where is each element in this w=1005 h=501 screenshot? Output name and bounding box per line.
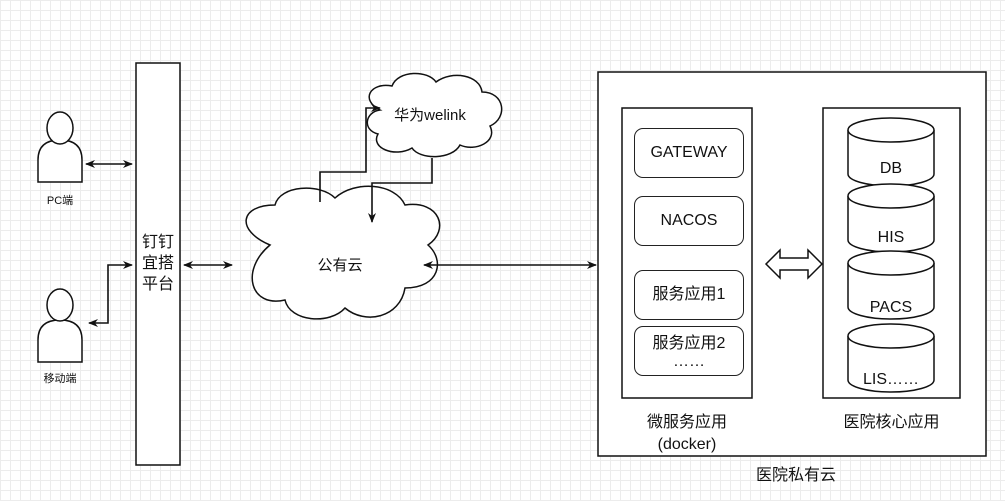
mobile-platform-arrow [88, 261, 133, 327]
nacos-box: NACOS [634, 196, 744, 246]
platform-label-line1: 钉钉 [141, 234, 174, 251]
his-label: HIS [877, 229, 905, 246]
public-to-welink-arrow [319, 104, 381, 202]
microservice-group-title-line2: (docker) [657, 436, 717, 453]
welink-label: 华为welink [394, 107, 466, 124]
platform-label-line3: 平台 [141, 276, 174, 293]
lis-cylinder [847, 323, 935, 393]
service2-box: 服务应用2 …… [634, 326, 744, 376]
service2-label: 服务应用2 [652, 335, 726, 352]
public-cloud-shape [245, 185, 441, 320]
hollow-double-arrow [764, 248, 824, 280]
db-cylinder [847, 117, 935, 187]
microservice-group-title-line1: 微服务应用 [646, 414, 727, 431]
platform-label: 钉钉 宜搭 平台 [136, 232, 180, 295]
gateway-label: GATEWAY [650, 144, 728, 161]
pc-user-icon [37, 111, 83, 183]
pacs-cylinder [847, 250, 935, 320]
db-label: DB [879, 160, 903, 177]
welink-to-public-arrow [368, 158, 433, 223]
platform-label-line2: 宜搭 [141, 255, 174, 272]
service1-label: 服务应用1 [652, 286, 726, 303]
core-group-title: 医院核心应用 [843, 414, 940, 431]
nacos-label: NACOS [660, 212, 718, 229]
public-cloud-label: 公有云 [317, 257, 363, 274]
welink-cloud-shape [366, 72, 503, 158]
gateway-box: GATEWAY [634, 128, 744, 178]
mobile-label: 移动端 [43, 373, 77, 385]
his-cylinder [847, 183, 935, 253]
mobile-user-icon [37, 288, 83, 363]
microservice-group-title: 微服务应用 (docker) [622, 412, 752, 456]
pc-label: PC端 [46, 195, 74, 207]
service1-box: 服务应用1 [634, 270, 744, 320]
pacs-label: PACS [869, 299, 913, 316]
platform-box [135, 62, 181, 466]
lis-label: LIS…… [862, 371, 919, 388]
service-ellipsis: …… [673, 353, 705, 370]
private-cloud-title: 医院私有云 [755, 467, 836, 484]
